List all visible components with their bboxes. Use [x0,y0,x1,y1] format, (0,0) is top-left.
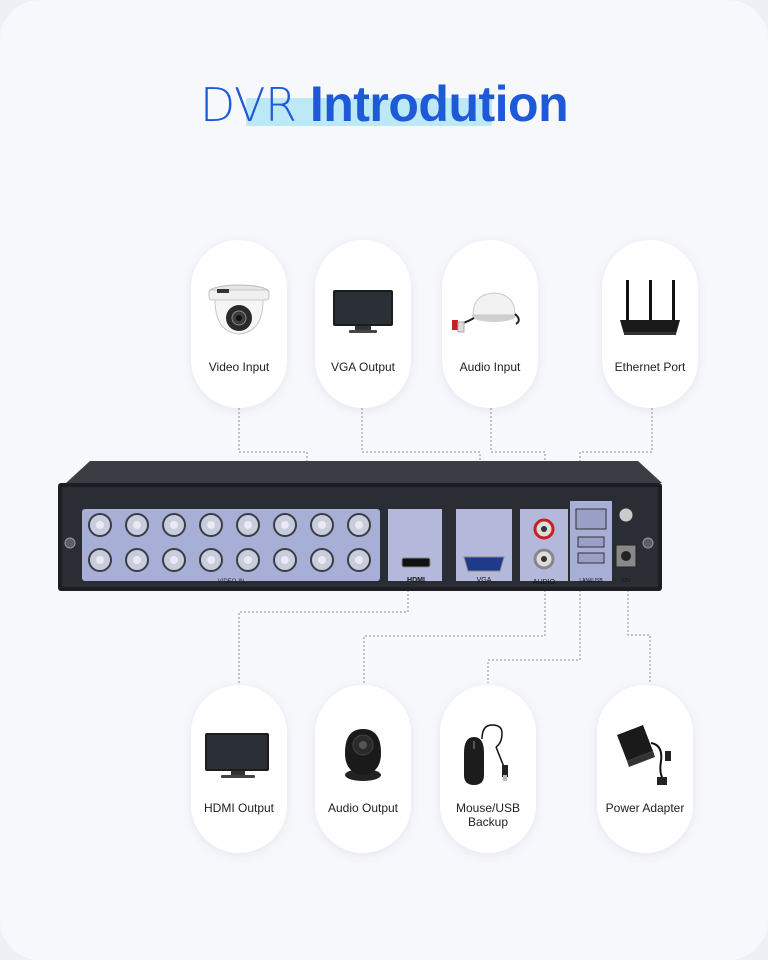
dome-camera-icon [208,284,270,335]
line-power-adapter [627,590,651,683]
lan-usb-label: LAN&USB [579,578,603,584]
microphone-icon [452,292,520,333]
hdmi-label: HDMI [407,577,425,584]
pill-audio-output: Audio Output [315,685,411,853]
monitor-icon [205,733,269,778]
label-mouse-usb: Mouse/USB [455,801,521,815]
speaker-icon [345,729,381,781]
power-adapter-icon [617,725,671,785]
label-ethernet-port: Ethernet Port [614,360,686,374]
pill-vga-output: VGA Output [315,240,411,408]
pill-mouse-usb-backup: Mouse/USB Backup [440,685,536,853]
pill-video-input: Video Input [191,240,287,408]
label-hdmi-output: HDMI Output [203,801,275,815]
label-video-input: Video Input [208,360,270,374]
title-highlight [246,98,492,126]
mouse-icon [464,724,508,785]
monitor-icon [333,290,393,333]
pill-ethernet-port: Ethernet Port [602,240,698,408]
router-icon [620,280,680,335]
label-audio-output: Audio Output [327,801,399,815]
page-title: DVR Introdution [0,74,768,135]
line-audio-output [363,590,546,683]
title-part-introdution: Introdution [309,76,569,132]
pill-power-adapter: Power Adapter [597,685,693,853]
video-in-label: VIDEO-IN [218,579,245,585]
label-backup: Backup [467,815,509,829]
label-power-adapter: Power Adapter [605,801,685,815]
bnc-connectors [88,513,371,572]
title-part-dvr: DVR [199,78,297,132]
dvr-rear-panel: VIDEO-IN HDMI VGA AUDIO LAN&USB 12V [58,461,662,591]
power-label: 12V [622,578,632,584]
vga-label: VGA [477,577,492,584]
line-mouse-usb [487,590,581,683]
pill-hdmi-output: HDMI Output [191,685,287,853]
pill-audio-input: Audio Input [442,240,538,408]
audio-label: AUDIO [533,579,556,586]
label-vga-output: VGA Output [330,360,396,374]
label-audio-input: Audio Input [459,360,521,374]
